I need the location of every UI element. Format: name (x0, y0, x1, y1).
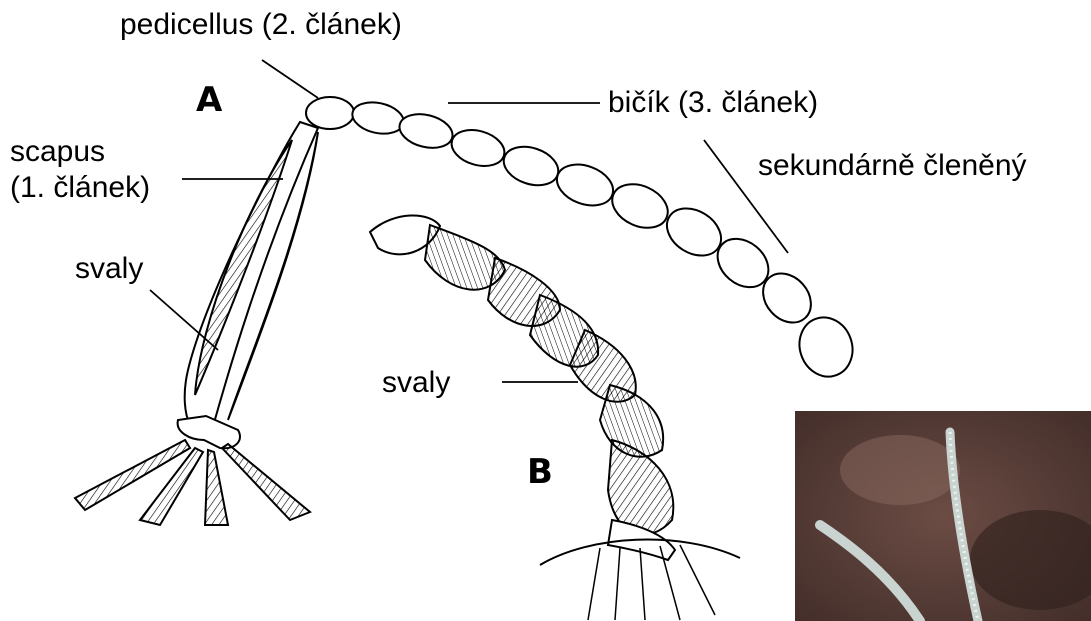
antenna-b-drawing (370, 215, 740, 620)
bicik-label: bičík (3. článek) (608, 86, 818, 119)
svaly-b-label: svaly (382, 366, 450, 399)
antenna-a-drawing (75, 97, 861, 525)
scapus-label: scapus (10, 135, 105, 168)
figure-b-letter: B (527, 452, 553, 492)
svaly-a-label: svaly (75, 252, 143, 285)
scapus-sublabel: (1. článek) (10, 171, 150, 204)
sekundarne-label: sekundárně členěný (758, 149, 1027, 182)
figure-a-letter: A (196, 80, 222, 120)
antenna-photo (795, 411, 1091, 621)
pedicellus-label: pedicellus (2. článek) (120, 8, 402, 41)
pedicellus-leader (262, 60, 318, 98)
